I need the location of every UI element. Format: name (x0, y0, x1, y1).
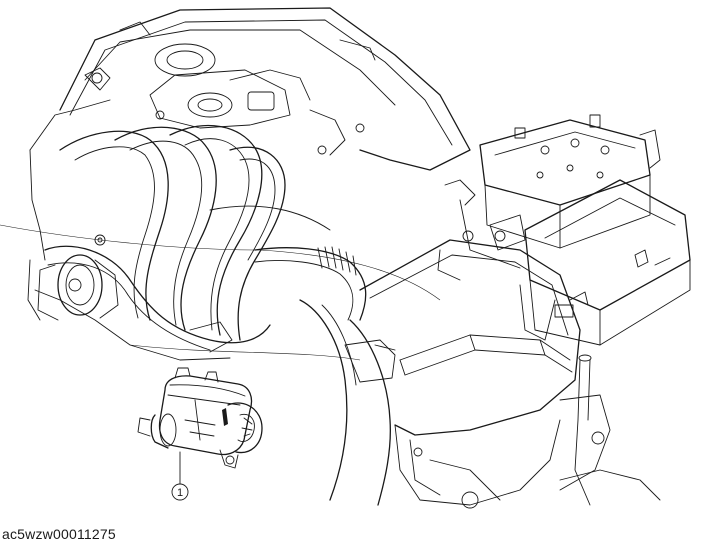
intake-manifold (27, 124, 286, 361)
cylinder-head-cover (29, 7, 471, 261)
air-cleaner-housing (359, 239, 581, 506)
engine-line-drawing: 1 (0, 7, 691, 509)
callout-circle (171, 483, 189, 501)
callout-number: 1 (177, 487, 183, 499)
air-intake-duct (254, 246, 396, 506)
wiring-harness (0, 205, 441, 361)
engine-bay-diagram: 1 (0, 7, 691, 509)
throttle-body (37, 254, 119, 321)
fuse-relay-box (519, 179, 691, 346)
callout-1: 1 (171, 451, 189, 501)
figure-code-caption: ac5wzw00011275 (2, 526, 116, 542)
starter-motor (137, 367, 263, 469)
lower-engine-block (429, 354, 661, 509)
battery (444, 114, 661, 269)
